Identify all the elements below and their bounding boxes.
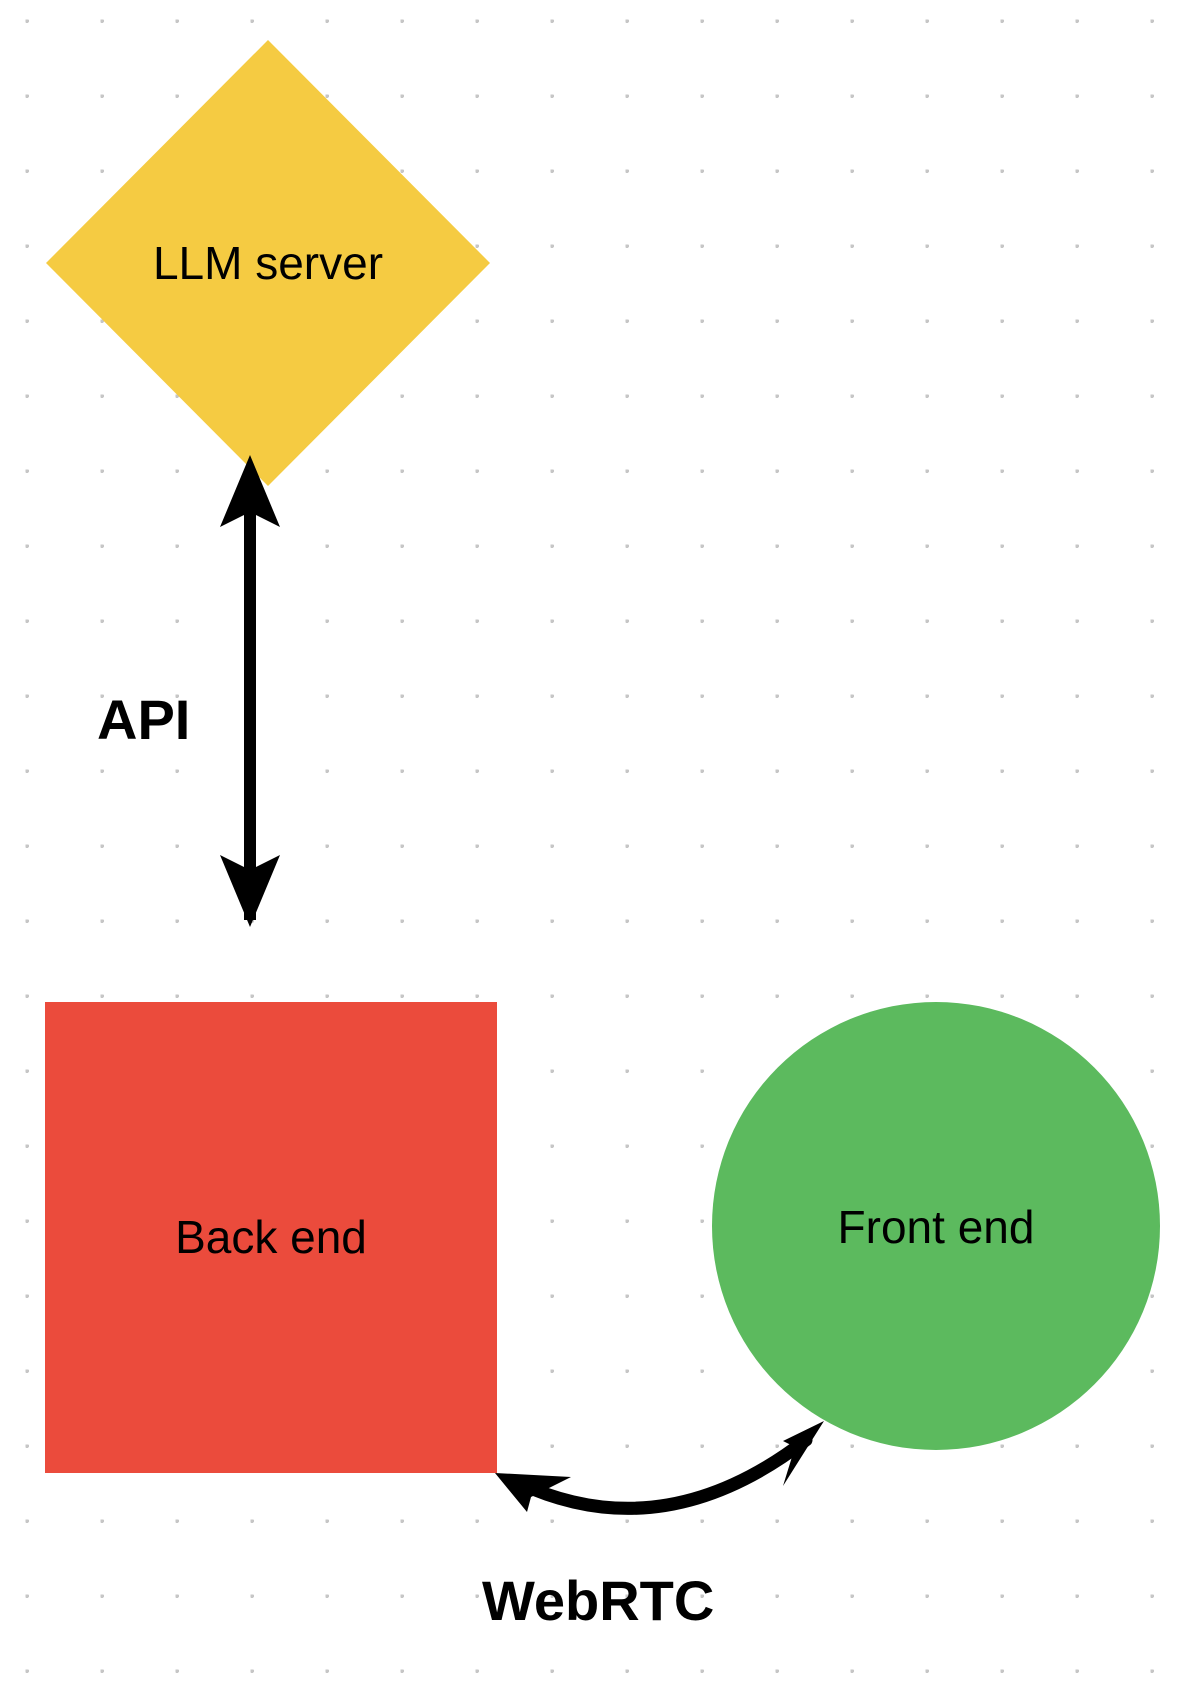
node-shape-llm-server[interactable]	[46, 40, 490, 486]
edge-webrtc-curve	[512, 1433, 813, 1515]
edge-webrtc-arrowhead-right	[783, 1421, 824, 1486]
node-shape-back-end[interactable]	[45, 1002, 497, 1473]
node-shape-front-end[interactable]	[712, 1002, 1160, 1450]
edge-api-arrowhead-bottom	[220, 855, 280, 927]
edge-webrtc-arrowhead-left	[495, 1473, 571, 1512]
edge-api-arrowhead-top	[220, 455, 280, 527]
edge-label-webrtc: WebRTC	[482, 1569, 715, 1632]
edge-webrtc-connector[interactable]	[495, 1421, 824, 1515]
edge-label-api: API	[97, 688, 191, 751]
edge-api-connector[interactable]	[220, 455, 280, 927]
